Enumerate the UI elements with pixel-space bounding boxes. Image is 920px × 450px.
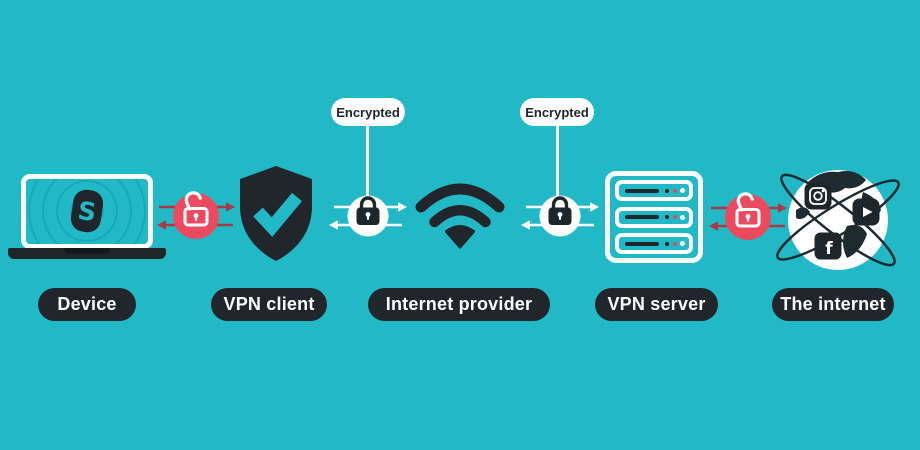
laptop-base [8,248,166,259]
encrypted-connector-line-1 [366,126,369,198]
encrypted-badge-1: Encrypted [331,98,405,126]
closed-lock-icon-2 [521,195,599,237]
instagram-icon [804,182,832,210]
surfshark-logo: S [70,189,104,233]
closed-lock-icon-1 [329,195,407,237]
server-row [615,180,693,201]
server-row [615,233,693,254]
laptop-notch [64,248,110,254]
label-device: Device [38,288,136,321]
encrypted-connector-line-2 [556,126,559,198]
svg-text:S: S [76,196,98,227]
server-row [615,206,693,228]
label-vpn-client: VPN client [211,288,327,321]
label-internet-provider: Internet provider [368,288,550,321]
wifi-icon [415,183,505,249]
laptop-screen-art: S [28,179,146,244]
open-lock-icon-1 [157,191,235,239]
open-lock-icon-2 [709,192,787,240]
server-dot-red [673,215,677,219]
server-dot-light [680,214,685,220]
server-row-bar [625,188,659,193]
facebook-icon: f [814,232,842,260]
server-dot-red [673,188,677,193]
label-vpn-server: VPN server [595,288,718,321]
svg-text:f: f [825,239,833,259]
server-dot-dark [665,241,669,246]
server-dot-red [673,241,677,246]
server-dot-light [680,188,685,193]
encrypted-badge-2: Encrypted [520,98,594,126]
globe-social-icon: f [776,170,900,270]
server-rack-icon [605,171,703,263]
server-dot-light [680,241,685,246]
laptop-screen: S [21,174,153,249]
server-row-bar [625,215,659,219]
server-dot-dark [665,188,669,193]
orbit-rings [776,173,900,267]
youtube-icon [852,198,880,226]
server-row-bar [625,241,659,246]
label-the-internet: The internet [772,288,894,321]
server-dot-dark [665,215,669,219]
shield-check-icon [240,166,312,261]
